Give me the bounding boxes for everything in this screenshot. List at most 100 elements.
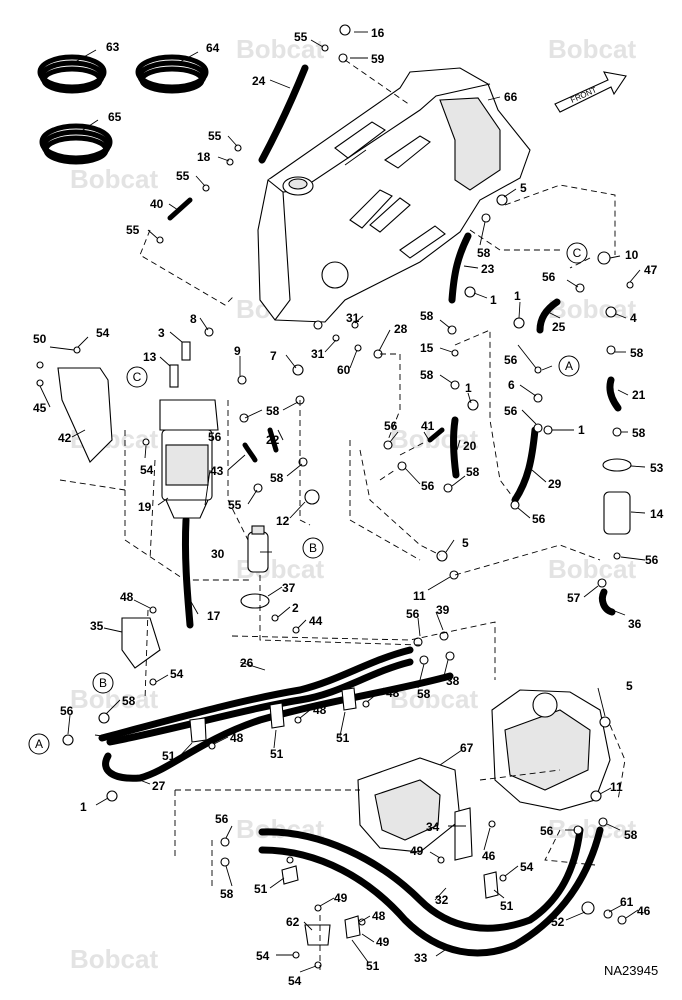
- label-11b: 11: [610, 780, 623, 794]
- label-37: 37: [282, 581, 296, 595]
- label-45: 45: [33, 401, 47, 415]
- label-41: 41: [421, 419, 435, 433]
- watermark-10: Bobcat: [548, 554, 636, 584]
- clamp-51c: [341, 687, 357, 711]
- label-48e: 48: [372, 909, 386, 923]
- label-48c: 48: [313, 703, 327, 717]
- label-48d: 48: [230, 731, 244, 745]
- label-65: 65: [108, 110, 122, 124]
- label-8: 8: [190, 312, 197, 326]
- label-56f: 56: [384, 419, 398, 433]
- label-58g: 58: [266, 404, 280, 418]
- label-34: 34: [426, 820, 440, 834]
- label-36: 36: [628, 617, 642, 631]
- label-58c: 58: [632, 426, 646, 440]
- label-28: 28: [394, 322, 408, 336]
- label-54d: 54: [520, 860, 534, 874]
- hose-coil-63: [37, 54, 107, 94]
- label-43: 43: [210, 464, 224, 478]
- hose-26b: [106, 658, 414, 746]
- label-54e: 54: [256, 949, 270, 963]
- label-22: 22: [266, 433, 280, 447]
- label-38: 38: [446, 674, 460, 688]
- label-53: 53: [650, 461, 664, 475]
- bracket-34: [454, 807, 473, 861]
- bleed-screw-3: [181, 341, 191, 361]
- label-51e: 51: [254, 882, 268, 896]
- label-58b: 58: [630, 346, 644, 360]
- inline-filter: [602, 458, 632, 535]
- label-55d: 55: [126, 223, 140, 237]
- label-2: 2: [292, 601, 299, 615]
- label-44: 44: [309, 614, 323, 628]
- engine: [357, 689, 611, 861]
- label-62: 62: [286, 915, 300, 929]
- label-63: 63: [106, 40, 120, 54]
- label-14: 14: [650, 507, 664, 521]
- hose-coil-64: [135, 54, 209, 94]
- label-58l: 58: [220, 887, 234, 901]
- watermark-3: Bobcat: [70, 164, 158, 194]
- clamp-51e: [483, 871, 499, 899]
- label-9: 9: [234, 344, 241, 358]
- label-48a: 48: [120, 590, 134, 604]
- label-56d: 56: [504, 353, 518, 367]
- label-40: 40: [150, 197, 164, 211]
- label-35: 35: [90, 619, 104, 633]
- label-5c: 5: [626, 679, 633, 693]
- part-labels: 63 64 65 55 16 59 24 66 55 18 55 40 55 5…: [33, 26, 664, 988]
- label-42: 42: [58, 431, 72, 445]
- label-51b: 51: [270, 747, 284, 761]
- label-12: 12: [276, 514, 290, 528]
- label-54a: 54: [140, 463, 154, 477]
- label-13: 13: [143, 350, 157, 364]
- label-59: 59: [371, 52, 385, 66]
- label-11a: 11: [413, 589, 426, 603]
- label-56b: 56: [645, 553, 659, 567]
- hose-41: [427, 427, 445, 443]
- label-5b: 5: [462, 536, 469, 550]
- label-58j: 58: [122, 694, 136, 708]
- label-47: 47: [644, 263, 658, 277]
- label-20: 20: [463, 439, 477, 453]
- label-58h: 58: [270, 471, 284, 485]
- label-67: 67: [460, 741, 474, 755]
- hose-23: [448, 232, 472, 304]
- label-56i: 56: [406, 607, 420, 621]
- label-51d: 51: [500, 899, 514, 913]
- label-4: 4: [630, 311, 637, 325]
- label-3: 3: [158, 326, 165, 340]
- clamp-51a: [189, 717, 207, 743]
- label-54c: 54: [170, 667, 184, 681]
- hose-22: [267, 427, 279, 453]
- label-1d: 1: [465, 381, 472, 395]
- watermark-1: Bobcat: [236, 34, 324, 64]
- sensor-13: [169, 364, 179, 388]
- label-51a: 51: [336, 731, 350, 745]
- label-15: 15: [420, 341, 434, 355]
- label-56a: 56: [542, 270, 556, 284]
- watermark-2: Bobcat: [548, 34, 636, 64]
- label-58f: 58: [466, 465, 480, 479]
- hose-21: [606, 376, 622, 412]
- label-17: 17: [207, 609, 221, 623]
- label-55e: 55: [228, 498, 242, 512]
- front-arrow: FRONT: [554, 71, 627, 113]
- brackets: [121, 617, 499, 946]
- label-58e: 58: [420, 368, 434, 382]
- label-24: 24: [252, 74, 266, 88]
- label-48b: 48: [386, 686, 400, 700]
- clamp-51d: [281, 865, 299, 885]
- fuel-filter-assembly: [57, 341, 219, 519]
- label-57: 57: [567, 591, 581, 605]
- hose-27: [102, 672, 454, 782]
- label-27: 27: [152, 779, 166, 793]
- label-51c: 51: [162, 749, 176, 763]
- label-31b: 31: [311, 347, 325, 361]
- clamp-51b: [269, 702, 285, 729]
- label-23: 23: [481, 262, 495, 276]
- label-51f: 51: [366, 959, 380, 973]
- label-64: 64: [206, 41, 220, 55]
- label-1a: 1: [490, 293, 497, 307]
- watermark-6: Bobcat: [548, 294, 636, 324]
